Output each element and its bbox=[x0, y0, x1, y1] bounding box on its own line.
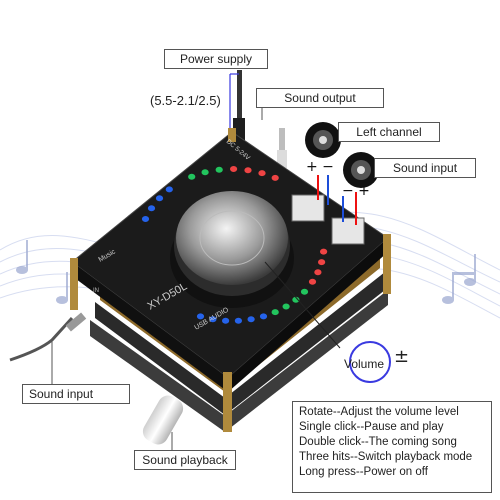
sound-input-right-label: Sound input bbox=[374, 158, 476, 178]
power-supply-label: Power supply bbox=[164, 49, 268, 69]
usb-stick bbox=[142, 395, 184, 452]
volume-polarity-sign: ± bbox=[394, 346, 410, 367]
led-dot bbox=[320, 248, 328, 255]
operation-instructions: Rotate--Adjust the volume level Single c… bbox=[292, 401, 492, 493]
led-dot bbox=[314, 269, 322, 276]
music-note-icons bbox=[16, 240, 476, 304]
volume-label: Volume bbox=[344, 357, 385, 371]
led-dot bbox=[282, 303, 290, 310]
led-dot bbox=[222, 317, 230, 324]
left-channel-polarity: + − bbox=[306, 159, 334, 175]
instruction-single-click: Single click--Pause and play bbox=[299, 421, 444, 433]
power-spec-label: (5.5-2.1/2.5) bbox=[150, 93, 221, 108]
sound-input-left-label: Sound input bbox=[22, 384, 130, 404]
led-dot bbox=[201, 169, 209, 176]
led-dot bbox=[271, 309, 279, 316]
left-channel-label: Left channel bbox=[338, 122, 440, 142]
led-dot bbox=[271, 174, 279, 181]
led-dot bbox=[188, 173, 196, 180]
led-dot bbox=[230, 166, 238, 172]
led-dot bbox=[259, 313, 268, 320]
led-dot bbox=[258, 170, 266, 177]
led-dot bbox=[244, 167, 252, 174]
speaker-right-icon bbox=[343, 152, 379, 188]
led-dot bbox=[196, 313, 205, 320]
led-dot bbox=[209, 316, 217, 323]
led-dot bbox=[147, 205, 156, 212]
led-dot bbox=[247, 316, 255, 323]
instruction-rotate: Rotate--Adjust the volume level bbox=[299, 406, 459, 418]
speaker-left-icon bbox=[305, 122, 341, 158]
volume-knob[interactable] bbox=[170, 191, 294, 308]
led-dot bbox=[318, 259, 326, 266]
instruction-double-click: Double click--The coming song bbox=[299, 436, 457, 448]
led-dot bbox=[292, 296, 300, 303]
right-channel-polarity: − + bbox=[342, 183, 370, 199]
speaker-terminals bbox=[291, 175, 365, 245]
led-dot bbox=[234, 317, 242, 324]
led-dot bbox=[215, 166, 223, 173]
sound-output-label: Sound output bbox=[256, 88, 384, 108]
input-port-label: IN bbox=[93, 288, 99, 294]
led-dot bbox=[300, 288, 309, 295]
instruction-long-press: Long press--Power on off bbox=[299, 466, 428, 478]
sound-playback-label: Sound playback bbox=[134, 450, 236, 470]
led-dot bbox=[308, 278, 317, 285]
led-dot bbox=[141, 216, 150, 222]
sound-input-cable bbox=[9, 312, 87, 385]
led-indicator-ring bbox=[141, 166, 328, 324]
led-dot bbox=[165, 186, 173, 193]
volume-indicator-icon bbox=[264, 261, 391, 383]
instruction-three-hits: Three hits--Switch playback mode bbox=[299, 451, 473, 463]
led-dot bbox=[155, 195, 164, 202]
